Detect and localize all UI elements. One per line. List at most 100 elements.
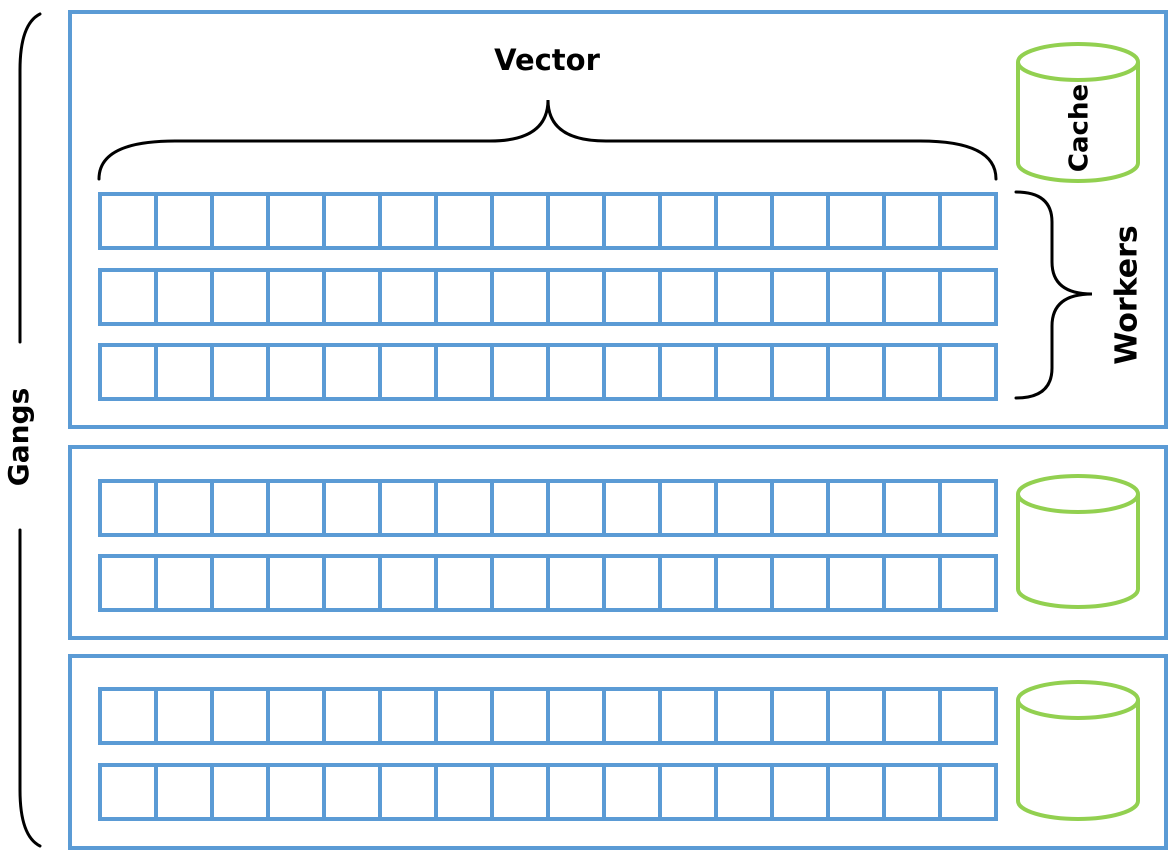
vector-lane-cell [322, 687, 382, 745]
vector-lane-cell [98, 554, 158, 612]
vector-lane-cell [882, 687, 942, 745]
worker-row [98, 479, 998, 537]
vector-lane-cell [938, 268, 998, 326]
vector-lane-cell [546, 687, 606, 745]
cache-cylinder [1016, 474, 1140, 609]
vector-lane-cell [210, 192, 270, 250]
vector-lane-cell [938, 479, 998, 537]
gang-panel [68, 654, 1168, 850]
vector-lane-cell [714, 343, 774, 401]
vector-lane-cell [98, 192, 158, 250]
gang-panel [68, 10, 1168, 429]
vector-lane-cell [658, 192, 718, 250]
gang-panel [68, 445, 1168, 640]
vector-lane-cell [322, 554, 382, 612]
worker-row [98, 343, 998, 401]
vector-lane-cell [322, 268, 382, 326]
vector-brace [97, 99, 998, 181]
vector-lane-cell [434, 687, 494, 745]
vector-lane-cell [434, 343, 494, 401]
vector-lane-cell [210, 268, 270, 326]
vector-lane-cell [154, 343, 214, 401]
vector-lane-cell [98, 687, 158, 745]
vector-lane-cell [154, 192, 214, 250]
vector-lane-cell [378, 343, 438, 401]
workers-label: Workers [1110, 225, 1145, 365]
vector-lane-cell [938, 343, 998, 401]
vector-lane-cell [378, 192, 438, 250]
gangs-brace [18, 12, 42, 848]
vector-lane-cell [154, 687, 214, 745]
vector-lane-cell [490, 343, 550, 401]
vector-lane-cell [826, 554, 886, 612]
vector-lane-cell [322, 763, 382, 821]
vector-lane-cell [770, 687, 830, 745]
vector-lane-cell [546, 268, 606, 326]
vector-lane-cell [546, 554, 606, 612]
vector-lane-cell [826, 687, 886, 745]
vector-lane-cell [266, 343, 326, 401]
vector-lane-cell [490, 192, 550, 250]
vector-lane-cell [938, 687, 998, 745]
vector-lane-cell [714, 554, 774, 612]
vector-lane-cell [210, 479, 270, 537]
vector-lane-cell [714, 268, 774, 326]
vector-lane-cell [434, 763, 494, 821]
vector-lane-cell [210, 343, 270, 401]
vector-lane-cell [210, 554, 270, 612]
vector-lane-cell [154, 554, 214, 612]
vector-lane-cell [770, 479, 830, 537]
vector-lane-cell [658, 268, 718, 326]
vector-lane-cell [882, 763, 942, 821]
vector-lane-cell [602, 554, 662, 612]
vector-lane-cell [658, 554, 718, 612]
vector-lane-cell [154, 479, 214, 537]
vector-lane-cell [882, 268, 942, 326]
vector-lane-cell [490, 687, 550, 745]
vector-lane-cell [322, 192, 382, 250]
vector-lane-cell [322, 343, 382, 401]
vector-lane-cell [602, 343, 662, 401]
vector-lane-cell [602, 192, 662, 250]
cache-cylinder [1016, 680, 1140, 821]
vector-label: Vector [494, 43, 601, 77]
vector-lane-cell [546, 763, 606, 821]
vector-lane-cell [602, 268, 662, 326]
vector-lane-cell [546, 479, 606, 537]
workers-brace [1014, 190, 1093, 400]
vector-lane-cell [210, 763, 270, 821]
vector-lane-cell [266, 192, 326, 250]
vector-lane-cell [378, 268, 438, 326]
vector-lane-cell [546, 192, 606, 250]
vector-lane-cell [770, 192, 830, 250]
vector-lane-cell [154, 763, 214, 821]
vector-lane-cell [714, 763, 774, 821]
vector-lane-cell [378, 687, 438, 745]
vector-lane-cell [770, 554, 830, 612]
vector-lane-cell [434, 268, 494, 326]
vector-lane-cell [546, 343, 606, 401]
vector-lane-cell [658, 687, 718, 745]
worker-row [98, 554, 998, 612]
vector-lane-cell [210, 687, 270, 745]
vector-lane-cell [826, 268, 886, 326]
vector-lane-cell [770, 268, 830, 326]
vector-lane-cell [826, 763, 886, 821]
vector-lane-cell [266, 763, 326, 821]
worker-row [98, 192, 998, 250]
vector-lane-cell [714, 192, 774, 250]
vector-lane-cell [322, 479, 382, 537]
vector-lane-cell [714, 687, 774, 745]
vector-lane-cell [714, 479, 774, 537]
vector-lane-cell [602, 479, 662, 537]
vector-lane-cell [826, 479, 886, 537]
worker-row [98, 268, 998, 326]
vector-lane-cell [98, 268, 158, 326]
vector-lane-cell [938, 554, 998, 612]
vector-lane-cell [770, 763, 830, 821]
vector-lane-cell [490, 763, 550, 821]
vector-lane-cell [266, 479, 326, 537]
cache-label: Cache [1065, 84, 1095, 172]
vector-lane-cell [770, 343, 830, 401]
